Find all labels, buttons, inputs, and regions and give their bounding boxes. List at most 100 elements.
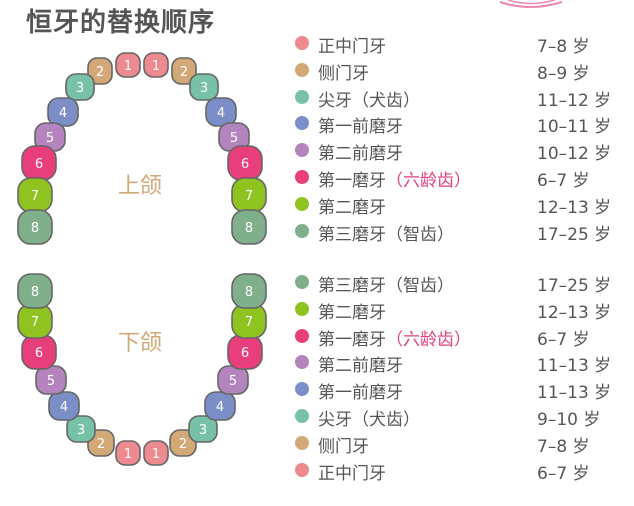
tooth-name-text: 尖牙（犬齿） bbox=[318, 409, 420, 430]
color-dot-icon bbox=[295, 89, 309, 104]
tooth-name-text: 第一磨牙 bbox=[318, 329, 386, 350]
tooth-number: 3 bbox=[76, 81, 84, 96]
tooth-number: 1 bbox=[124, 447, 132, 462]
tooth-number: 8 bbox=[31, 221, 39, 236]
tooth-name-text: 第二磨牙 bbox=[318, 197, 386, 218]
tooth-3-icon: 3 bbox=[189, 73, 219, 101]
tooth-row: 第三磨牙（智齿）17–25 岁 bbox=[295, 269, 625, 296]
tooth-4-icon: 4 bbox=[205, 97, 237, 127]
tooth-name: 第一前磨牙 bbox=[318, 378, 403, 403]
tooth-name: 第二前磨牙 bbox=[318, 351, 403, 376]
tooth-note: （六龄齿） bbox=[386, 170, 471, 191]
color-dot-icon bbox=[295, 223, 309, 238]
tooth-1-icon: 1 bbox=[143, 440, 169, 466]
color-dot-icon bbox=[295, 382, 309, 397]
tooth-name-text: 第一前磨牙 bbox=[318, 383, 403, 404]
tooth-name: 第一磨牙（六龄齿） bbox=[318, 166, 471, 191]
tooth-name: 第二磨牙 bbox=[318, 193, 386, 218]
tooth-name-text: 第三磨牙（智齿） bbox=[318, 224, 454, 245]
tooth-6-icon: 6 bbox=[21, 145, 57, 181]
tooth-age: 6–7 岁 bbox=[537, 329, 590, 350]
tooth-6-icon: 6 bbox=[227, 145, 263, 181]
tooth-name-text: 第二磨牙 bbox=[318, 302, 386, 323]
tooth-age: 6–7 岁 bbox=[537, 170, 590, 191]
tooth-6-icon: 6 bbox=[21, 334, 57, 370]
color-dot-icon bbox=[295, 275, 309, 289]
tooth-number: 7 bbox=[245, 315, 253, 330]
tooth-name: 第三磨牙（智齿） bbox=[318, 220, 454, 245]
tooth-row: 第一磨牙（六龄齿） 6–7 岁 bbox=[295, 164, 625, 191]
tooth-age: 6–7 岁 bbox=[537, 463, 590, 484]
tooth-4-icon: 4 bbox=[48, 391, 80, 421]
tooth-number: 6 bbox=[241, 157, 249, 172]
tooth-number: 7 bbox=[31, 189, 39, 204]
tooth-number: 3 bbox=[77, 423, 85, 438]
tooth-name-text: 第二前磨牙 bbox=[318, 144, 403, 165]
tooth-number: 4 bbox=[216, 400, 224, 415]
tooth-1-icon: 1 bbox=[143, 52, 169, 78]
tooth-8-icon: 8 bbox=[17, 209, 53, 245]
tooth-name-text: 侧门牙 bbox=[318, 63, 369, 84]
tooth-name: 第二磨牙 bbox=[318, 298, 386, 323]
tooth-name-text: 正中门牙 bbox=[318, 463, 386, 484]
tooth-number: 1 bbox=[152, 59, 160, 74]
tooth-name: 第一磨牙（六龄齿） bbox=[318, 325, 471, 350]
tooth-row: 第二磨牙 12–13 岁 bbox=[295, 296, 625, 323]
page-title: 恒牙的替换顺序 bbox=[26, 8, 216, 38]
tooth-name: 尖牙（犬齿） bbox=[318, 86, 420, 111]
tooth-name-text: 第一前磨牙 bbox=[318, 117, 403, 138]
tooth-1-icon: 1 bbox=[115, 52, 141, 78]
lower-jaw-label: 下颌 bbox=[118, 331, 163, 356]
tooth-number: 6 bbox=[241, 346, 249, 361]
tooth-name-text: 第一磨牙 bbox=[318, 170, 386, 191]
tooth-age: 9–10 岁 bbox=[537, 409, 601, 430]
tooth-number: 1 bbox=[124, 59, 132, 74]
tooth-number: 5 bbox=[229, 374, 237, 389]
tooth-name-text: 第二前磨牙 bbox=[318, 356, 403, 377]
tooth-age: 12–13 岁 bbox=[537, 302, 612, 323]
tooth-row: 第二前磨牙 10–12 岁 bbox=[295, 137, 625, 164]
tooth-number: 7 bbox=[31, 315, 39, 330]
color-dot-icon bbox=[295, 143, 309, 158]
tooth-row: 正中门牙 6–7 岁 bbox=[295, 457, 625, 484]
tooth-7-icon: 7 bbox=[231, 177, 267, 213]
tooth-4-icon: 4 bbox=[204, 391, 236, 421]
tooth-name: 第三磨牙（智齿） bbox=[318, 271, 454, 296]
tooth-note: （六龄齿） bbox=[386, 329, 471, 350]
tooth-3-icon: 3 bbox=[65, 73, 95, 101]
decoration-swoosh bbox=[499, 0, 563, 8]
tooth-number: 8 bbox=[31, 285, 39, 300]
tooth-2-icon: 2 bbox=[171, 57, 197, 85]
tooth-number: 2 bbox=[97, 437, 105, 452]
tooth-age: 10–12 岁 bbox=[537, 144, 612, 165]
tooth-7-icon: 7 bbox=[231, 303, 267, 339]
tooth-4-icon: 4 bbox=[47, 97, 79, 127]
tooth-age: 11–12 岁 bbox=[537, 90, 612, 111]
color-dot-icon bbox=[295, 36, 309, 50]
tooth-age: 10–11 岁 bbox=[537, 117, 612, 138]
tooth-8-icon: 8 bbox=[231, 273, 267, 309]
tooth-7-icon: 7 bbox=[17, 303, 53, 339]
color-dot-icon bbox=[295, 408, 309, 423]
tooth-number: 4 bbox=[60, 400, 68, 415]
tooth-age: 17–25 岁 bbox=[537, 224, 612, 245]
color-dot-icon bbox=[295, 301, 309, 316]
tooth-name: 侧门牙 bbox=[318, 432, 369, 457]
color-dot-icon bbox=[295, 462, 309, 477]
tooth-number: 5 bbox=[46, 131, 54, 146]
tooth-row: 第一磨牙（六龄齿） 6–7 岁 bbox=[295, 323, 625, 350]
tooth-number: 5 bbox=[230, 131, 238, 146]
tooth-8-icon: 8 bbox=[17, 273, 53, 309]
tooth-age: 7–8 岁 bbox=[537, 436, 590, 457]
color-dot-icon bbox=[295, 169, 309, 184]
tooth-age: 7–8 岁 bbox=[537, 37, 590, 57]
color-dot-icon bbox=[295, 355, 309, 370]
tooth-row: 第三磨牙（智齿） 17–25 岁 bbox=[295, 218, 625, 245]
lower-teeth-table: 第三磨牙（智齿）17–25 岁第二磨牙 12–13 岁第一磨牙（六龄齿） 6–7 岁… bbox=[295, 269, 625, 484]
